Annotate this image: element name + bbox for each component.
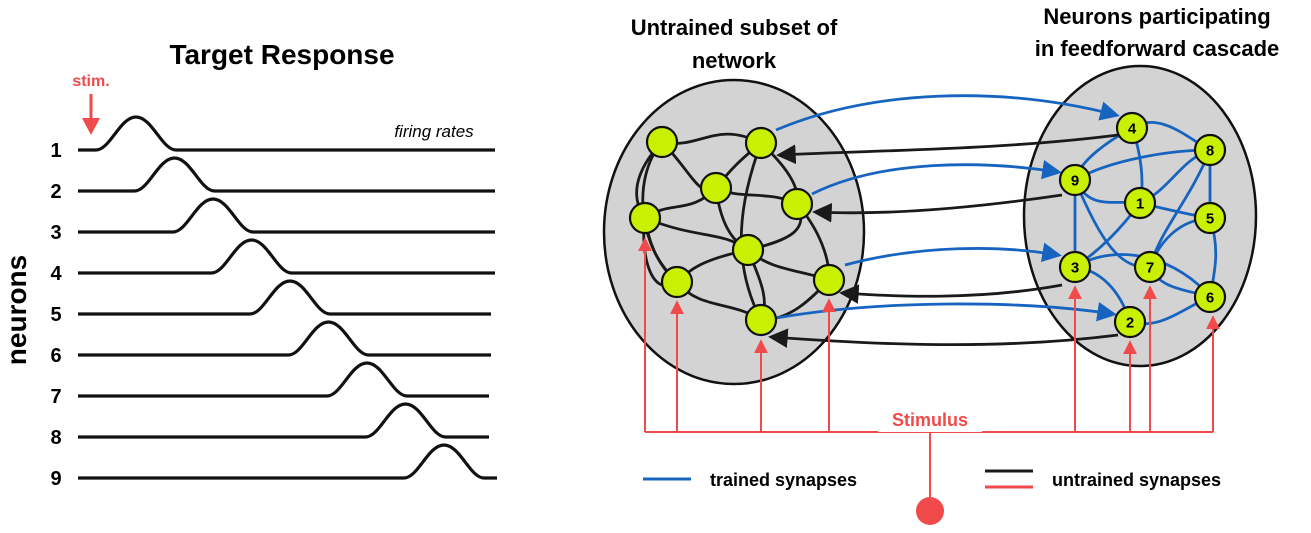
cascade-neuron-2 xyxy=(1113,305,1147,339)
stimulus-label-bg xyxy=(878,408,982,432)
neuron-row-label-5: 5 xyxy=(50,304,61,326)
cascade-neuron-label-1: 1 xyxy=(1136,196,1144,213)
cascade-neuron-3 xyxy=(1058,250,1092,284)
untrained-neuron xyxy=(780,187,814,221)
cascade-neuron-5 xyxy=(1193,201,1227,235)
firing-trace-9 xyxy=(78,443,497,480)
firing-trace-2 xyxy=(78,156,495,193)
untrained-neuron xyxy=(744,303,778,337)
firing-trace-4 xyxy=(78,238,495,275)
target-response-title: Target Response xyxy=(169,39,394,70)
neuron-row-labels: 1 2 3 4 5 6 7 8 9 xyxy=(50,140,62,490)
neuron-row-label-1: 1 xyxy=(50,140,61,162)
neuron-row-label-6: 6 xyxy=(50,345,61,367)
untrained-subset-title-line1: Untrained subset of xyxy=(631,15,838,40)
firing-trace-5 xyxy=(78,279,491,316)
cascade-neuron-7 xyxy=(1133,250,1167,284)
firing-trace-8 xyxy=(78,402,489,439)
cascade-neurons: 4 8 9 1 5 3 7 6 2 xyxy=(1058,111,1227,339)
cascade-title-line2: in feedforward cascade xyxy=(1035,36,1280,61)
untrained-neuron xyxy=(744,126,778,160)
cascade-neuron-1 xyxy=(1123,186,1157,220)
stim-arrow xyxy=(82,94,100,135)
untrained-neuron xyxy=(699,171,733,205)
cascade-neuron-label-5: 5 xyxy=(1206,211,1214,228)
neuron-row-label-2: 2 xyxy=(50,181,61,203)
cascade-neuron-label-6: 6 xyxy=(1206,290,1214,307)
neuron-row-label-8: 8 xyxy=(50,427,61,449)
firing-trace-7 xyxy=(78,361,489,398)
firing-trace-6 xyxy=(78,320,491,357)
untrained-neuron xyxy=(660,265,694,299)
stimulus-source-dot xyxy=(916,497,944,525)
neuron-row-label-3: 3 xyxy=(50,222,61,244)
untrained-neuron xyxy=(812,263,846,297)
untrained-neurons xyxy=(628,125,846,337)
legend: trained synapses untrained synapses xyxy=(643,469,1221,490)
cascade-neuron-label-8: 8 xyxy=(1206,143,1214,160)
cascade-neuron-6 xyxy=(1193,280,1227,314)
neuron-row-label-7: 7 xyxy=(50,386,61,408)
firing-trace-1 xyxy=(78,115,495,152)
neuron-row-label-4: 4 xyxy=(50,263,62,285)
untrained-subset-title-line2: network xyxy=(692,48,777,73)
firing-trace-3 xyxy=(78,197,495,234)
trained-inter-region-synapses xyxy=(775,94,1120,322)
untrained-neuron xyxy=(645,125,679,159)
legend-trained-label: trained synapses xyxy=(710,470,857,490)
cascade-neuron-label-2: 2 xyxy=(1126,315,1134,332)
stimulus-arrows xyxy=(638,237,1220,432)
untrained-neuron xyxy=(731,233,765,267)
neuron-row-label-9: 9 xyxy=(50,468,61,490)
firing-rates-label: firing rates xyxy=(394,122,474,141)
cascade-neuron-4 xyxy=(1115,111,1149,145)
cascade-neuron-9 xyxy=(1058,163,1092,197)
cascade-neuron-8 xyxy=(1193,133,1227,167)
untrained-inter-region-synapses xyxy=(768,133,1119,348)
firing-traces xyxy=(78,115,497,480)
legend-untrained-label: untrained synapses xyxy=(1052,470,1221,490)
untrained-neuron xyxy=(628,201,662,235)
cascade-title-line1: Neurons participating xyxy=(1043,4,1270,29)
cascade-neuron-label-7: 7 xyxy=(1146,260,1154,277)
cascade-neuron-label-3: 3 xyxy=(1071,260,1079,277)
cascade-neuron-label-4: 4 xyxy=(1128,121,1137,138)
stim-label: stim. xyxy=(72,73,109,90)
neurons-axis-label: neurons xyxy=(1,255,32,365)
stimulus-lines xyxy=(645,431,1213,505)
cascade-neuron-label-9: 9 xyxy=(1071,173,1079,190)
stimulus-label: Stimulus xyxy=(892,410,968,430)
